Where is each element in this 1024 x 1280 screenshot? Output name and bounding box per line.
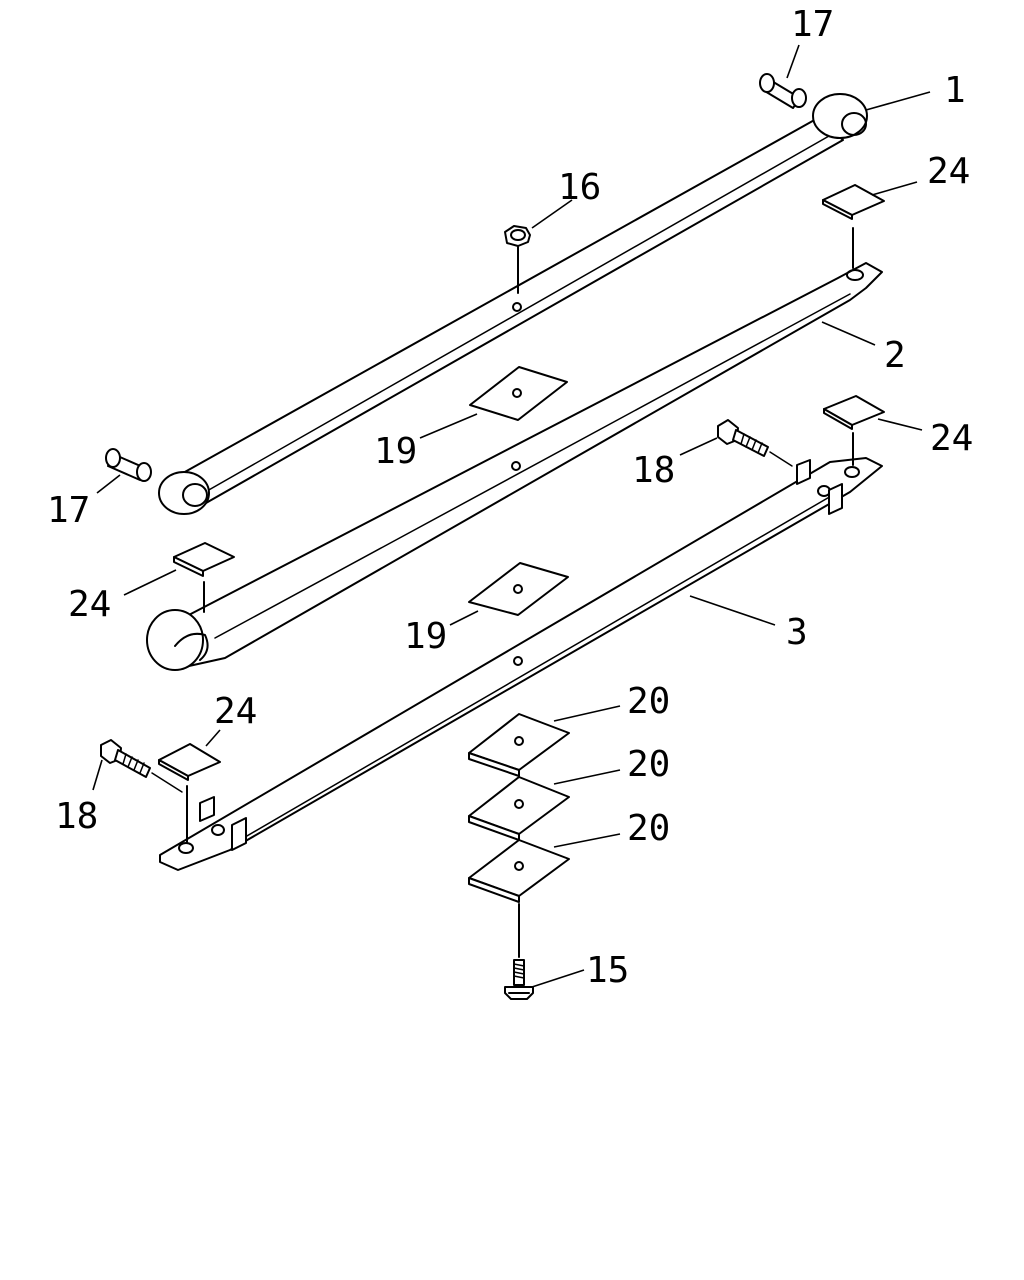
leaf-2 <box>146 262 883 671</box>
pin-17-rear <box>105 448 152 482</box>
pad-24-lower-front <box>823 395 885 466</box>
bolt-18-upper <box>717 419 793 467</box>
pad-24-leaf2-rear <box>173 542 235 613</box>
plate-19-upper <box>469 366 568 421</box>
callout-20-b: 20 <box>627 744 670 785</box>
callout-20-c: 20 <box>627 808 670 849</box>
pad-24-upper-front <box>822 184 885 269</box>
callout-24-b: 24 <box>930 418 973 459</box>
plate-20-middle <box>468 776 570 841</box>
callout-18-b: 18 <box>55 796 98 837</box>
plate-19-lower <box>468 562 569 616</box>
bolt-18-lower <box>100 739 183 793</box>
callout-2: 2 <box>884 335 906 376</box>
callout-19-a: 19 <box>374 431 417 472</box>
leaf-1-main-leaf <box>158 93 868 515</box>
callout-3: 3 <box>786 612 808 653</box>
callout-17-rear: 17 <box>47 490 90 531</box>
plate-20-bottom <box>468 839 570 903</box>
callout-19-b: 19 <box>404 616 447 657</box>
callout-1: 1 <box>944 70 966 111</box>
callout-18-a: 18 <box>632 450 675 491</box>
pad-24-leaf3-rear <box>158 743 221 843</box>
callout-16: 16 <box>558 167 601 208</box>
plate-20-top <box>468 713 570 777</box>
pin-17-front <box>759 73 807 109</box>
nut-16 <box>504 225 531 294</box>
callout-24-a: 24 <box>927 151 970 192</box>
callout-24-c: 24 <box>68 584 111 625</box>
callout-24-d: 24 <box>214 691 257 732</box>
leaf-3 <box>159 457 883 871</box>
leader-lines <box>92 44 931 988</box>
callout-17-front: 17 <box>791 4 834 45</box>
callout-labels: 17 1 24 16 2 24 19 18 17 24 3 19 20 24 2… <box>47 4 973 991</box>
callout-20-a: 20 <box>627 681 670 722</box>
callout-15: 15 <box>586 950 629 991</box>
bolt-15 <box>504 903 534 1000</box>
